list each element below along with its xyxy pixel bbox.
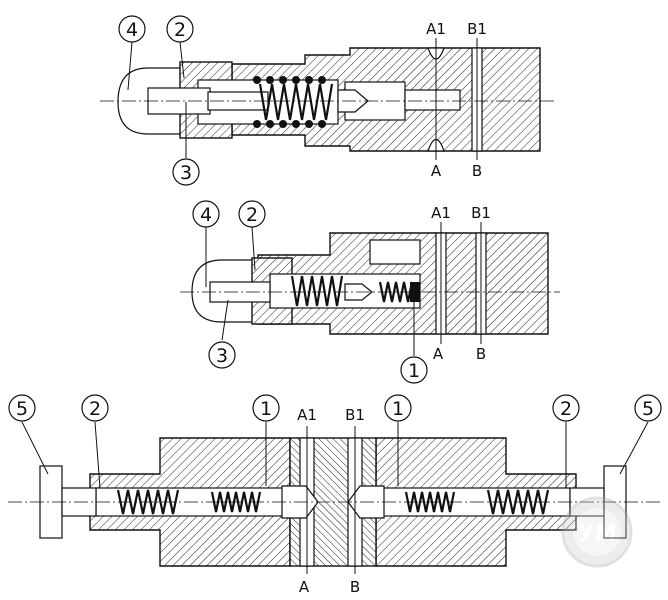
leader-line bbox=[179, 41, 185, 79]
port-label-b: B bbox=[476, 345, 486, 363]
spring bbox=[290, 275, 344, 307]
seat-ring bbox=[410, 282, 420, 302]
port-label-a: A bbox=[431, 162, 442, 180]
left-inner-spring bbox=[210, 491, 262, 513]
spring-coil-sections bbox=[253, 76, 326, 128]
port-label-b: B bbox=[472, 162, 482, 180]
svg-text:2: 2 bbox=[246, 204, 258, 226]
right-inner-spring bbox=[404, 491, 456, 513]
callout-3: 3 bbox=[172, 158, 200, 186]
callout-1: 1 bbox=[384, 394, 412, 422]
callout-4: 4 bbox=[192, 200, 220, 228]
svg-text:2: 2 bbox=[89, 398, 101, 420]
svg-text:1: 1 bbox=[392, 398, 404, 420]
inner-spring bbox=[378, 281, 414, 303]
port-label-b1: B1 bbox=[345, 406, 365, 424]
callout-5: 5 bbox=[634, 394, 662, 422]
port-label-a: A bbox=[299, 578, 310, 596]
callout-1: 1 bbox=[252, 394, 280, 422]
callout-2: 2 bbox=[552, 394, 580, 422]
right-spring bbox=[486, 489, 550, 515]
pilot-chamber bbox=[369, 239, 421, 265]
port-label-a1: A1 bbox=[426, 20, 446, 38]
svg-text:4: 4 bbox=[126, 19, 138, 41]
port-label-a1: A1 bbox=[297, 406, 317, 424]
port-label-b1: B1 bbox=[471, 204, 491, 222]
callout-3: 3 bbox=[208, 341, 236, 369]
svg-text:УМ: УМ bbox=[578, 522, 617, 547]
svg-text:5: 5 bbox=[642, 398, 654, 420]
svg-text:5: 5 bbox=[16, 398, 28, 420]
svg-text:2: 2 bbox=[174, 19, 186, 41]
leader-line bbox=[127, 41, 133, 91]
valve-view-bottom: 5 2 1 1 2 5 A1 B1 A B bbox=[8, 394, 662, 596]
port-label-a1: A1 bbox=[431, 204, 451, 222]
valve-view-middle: 4 2 3 1 A1 B1 A B bbox=[180, 200, 560, 384]
svg-text:1: 1 bbox=[408, 360, 420, 382]
port-label-a: A bbox=[433, 345, 444, 363]
callout-4: 4 bbox=[118, 15, 146, 43]
callout-1: 1 bbox=[400, 356, 428, 384]
callout-2: 2 bbox=[238, 200, 266, 228]
pilot-channel bbox=[404, 89, 461, 111]
svg-text:4: 4 bbox=[200, 204, 212, 226]
svg-text:3: 3 bbox=[180, 162, 192, 184]
valve-view-top: 4 2 3 A1 B1 A B bbox=[100, 15, 555, 186]
svg-text:2: 2 bbox=[560, 398, 572, 420]
port-label-b: B bbox=[350, 578, 360, 596]
svg-text:3: 3 bbox=[216, 345, 228, 367]
port-label-b1: B1 bbox=[467, 20, 487, 38]
svg-text:1: 1 bbox=[260, 398, 272, 420]
callout-5: 5 bbox=[8, 394, 36, 422]
left-spring bbox=[116, 489, 180, 515]
callout-2: 2 bbox=[166, 15, 194, 43]
callout-2: 2 bbox=[81, 394, 109, 422]
watermark-logo: УМ bbox=[561, 496, 633, 568]
